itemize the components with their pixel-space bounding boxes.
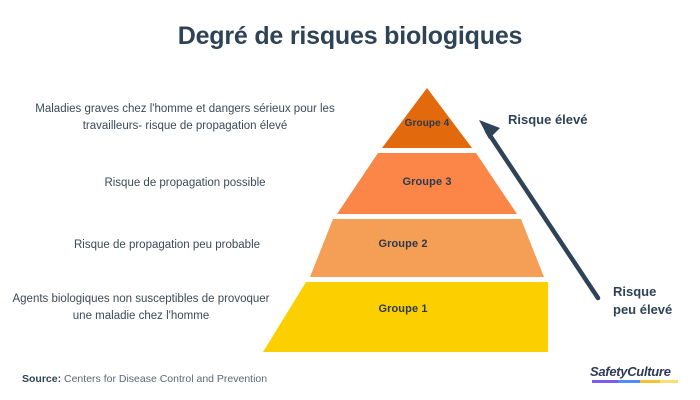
annotation-low-risk-line2: peu élevé xyxy=(613,301,673,317)
tier-label-groupe-4: Groupe 4 xyxy=(404,118,450,129)
pyramid-tier-groupe-4 xyxy=(382,88,472,148)
annotation-high-risk: Risque élevé xyxy=(508,112,588,127)
source-label: Source: xyxy=(22,373,62,385)
source-text: Centers for Disease Control and Preventi… xyxy=(61,373,268,385)
tier-description-groupe-2: Risque de propagation peu probable xyxy=(73,239,261,251)
tier-label-groupe-2: Groupe 2 xyxy=(378,238,428,250)
annotation-low-risk: Risque peu élevé xyxy=(613,283,672,318)
logo-wordmark: SafetyCulture xyxy=(590,364,671,379)
pyramid-tier-groupe-3 xyxy=(337,153,517,214)
safetyculture-logo: SafetyCulture xyxy=(590,365,682,387)
tier-description-groupe-1: Agents biologiques non susceptibles de p… xyxy=(12,293,270,322)
annotation-low-risk-line1: Risque xyxy=(613,284,657,299)
pyramid-tier-groupe-2 xyxy=(310,219,544,277)
logo-bar-segment-2 xyxy=(618,380,640,383)
tier-description-groupe-4: Maladies graves chez l'homme et dangers … xyxy=(35,103,335,132)
logo-underline-bar xyxy=(592,380,678,383)
page-title: Degré de risques biologiques xyxy=(177,22,523,50)
tier-label-groupe-1: Groupe 1 xyxy=(378,303,428,315)
tier-description-groupe-3: Risque de propagation possible xyxy=(104,177,266,189)
tier-label-groupe-3: Groupe 3 xyxy=(402,176,452,188)
logo-bar-segment-4 xyxy=(660,380,678,383)
logo-bar-segment-3 xyxy=(640,380,660,383)
risk-gradient-arrow xyxy=(479,120,601,301)
source-citation: Source: Centers for Disease Control and … xyxy=(22,373,267,385)
logo-bar-segment-1 xyxy=(592,380,618,383)
pyramid-tier-groupe-1 xyxy=(263,282,548,352)
